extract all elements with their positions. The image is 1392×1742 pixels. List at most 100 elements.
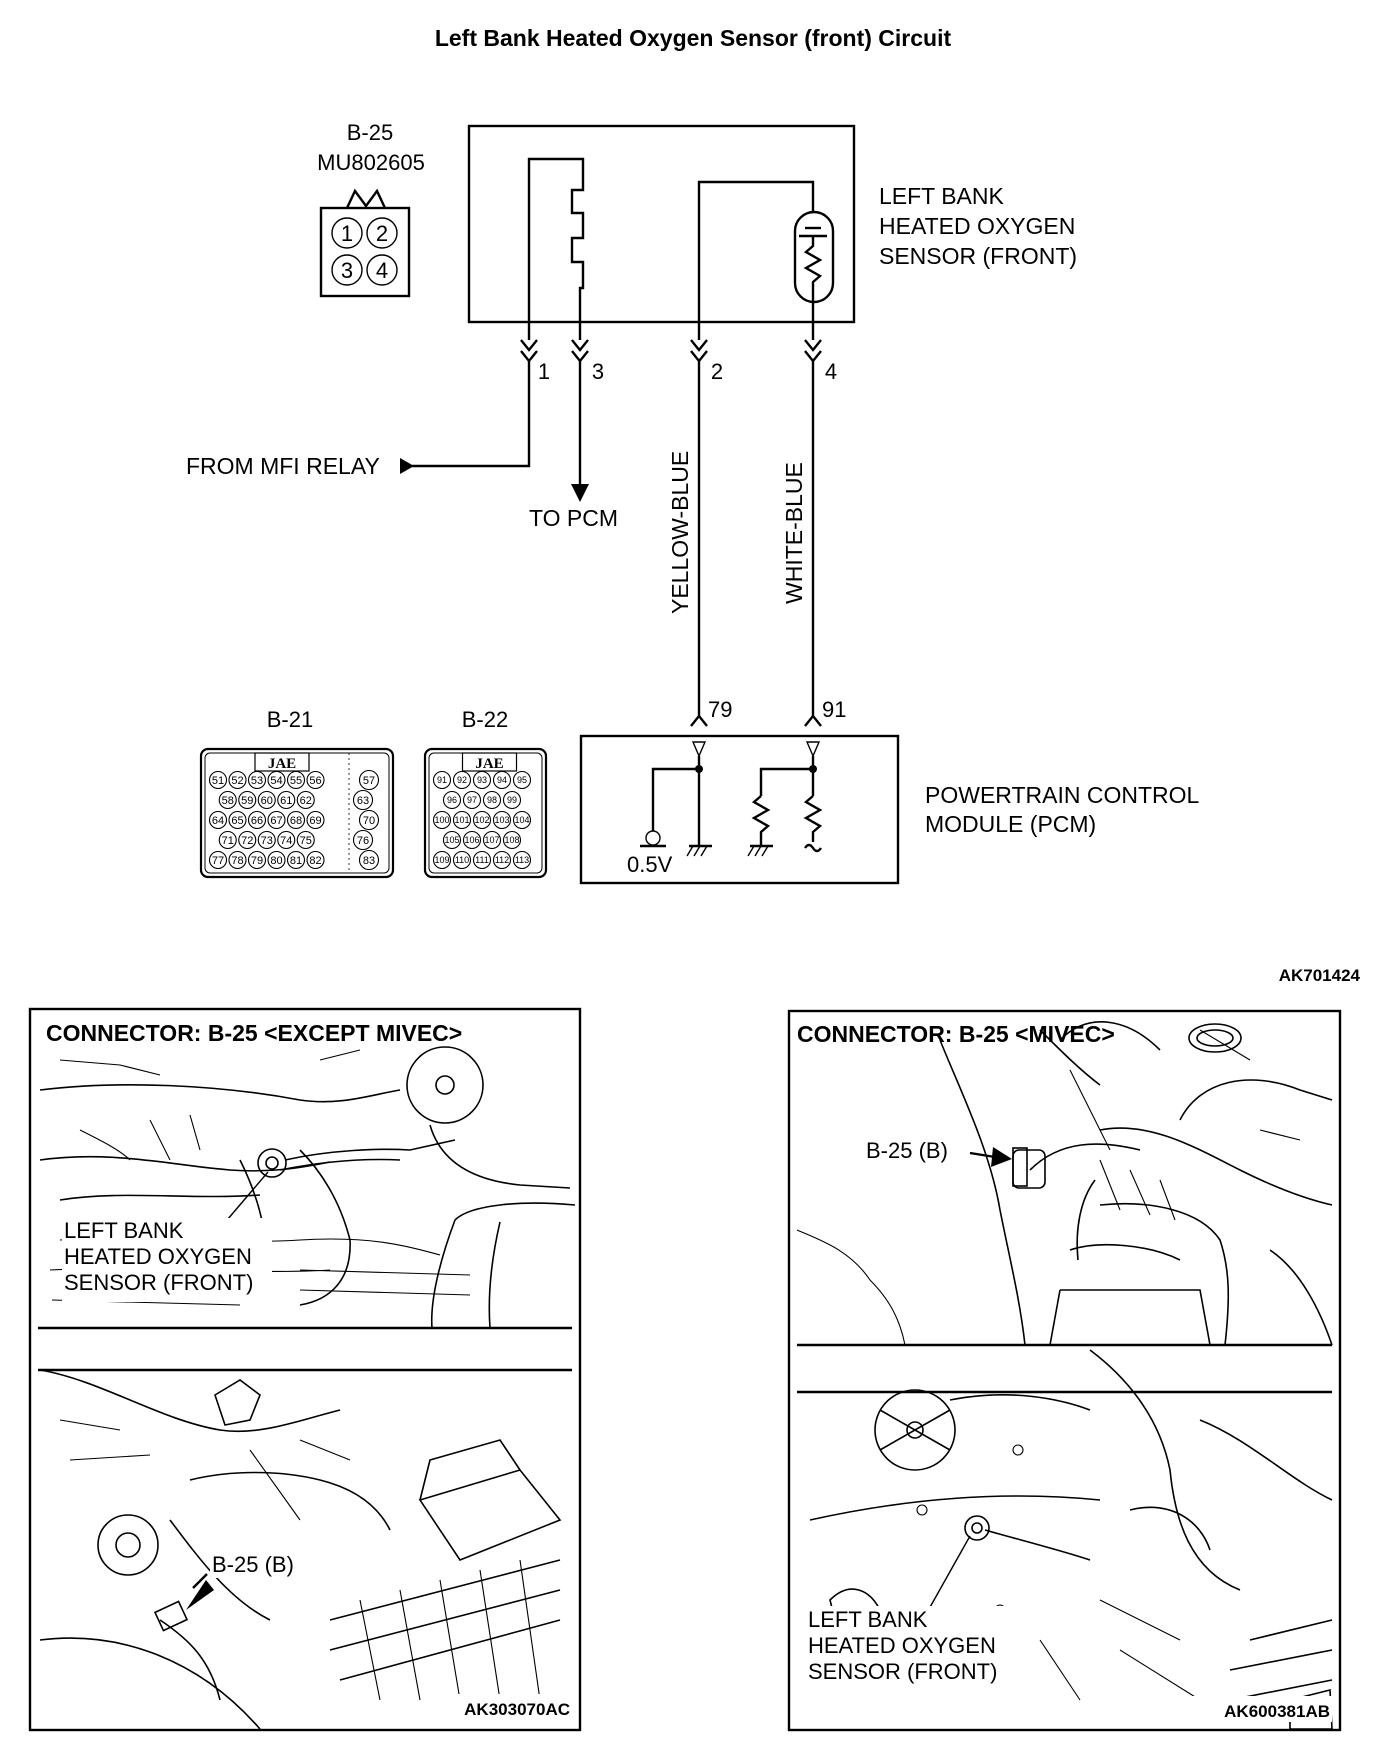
connector-pin-circle [432, 810, 452, 830]
connector-pin-circle [257, 790, 276, 810]
connector-pin-circle [432, 850, 452, 870]
connector-pin: 1 [341, 221, 353, 246]
connector-pin-circle [228, 850, 247, 870]
panel-right-sensor-label: LEFT BANK HEATED OXYGEN SENSOR (FRONT) [806, 1606, 1028, 1688]
connector-pin-circle [267, 850, 286, 870]
connector-pin-circle [218, 790, 237, 810]
connector-pin-circle [286, 810, 306, 830]
connector-pin-circle [492, 850, 512, 870]
connector-pin-number: 62 [300, 795, 312, 807]
connector-pin-circle [247, 810, 267, 830]
connector-pin-circle [247, 770, 267, 790]
connector-pin-number: 93 [477, 775, 487, 785]
pcm-terminal-number: 91 [822, 697, 846, 722]
connector-pin-number: 97 [467, 795, 477, 805]
connector-pin-number: 112 [495, 855, 509, 865]
connector-pin-circle [442, 790, 462, 810]
connector-pin-number: 74 [280, 835, 292, 847]
connector-pin-number: 73 [261, 835, 273, 847]
label-line: LEFT BANK [808, 1607, 928, 1632]
connector-pin-circle [502, 790, 522, 810]
connector-pin-circle [452, 850, 472, 870]
connector-pin-number: 67 [270, 815, 282, 827]
connector-pin-circle [358, 769, 380, 791]
connector-pin-number: 59 [241, 795, 253, 807]
connector-pin-number: 69 [309, 815, 321, 827]
connector-pin-number: 103 [494, 815, 509, 825]
connector-pin-circle [228, 810, 247, 830]
panel-left-sensor-label: LEFT BANK HEATED OXYGEN SENSOR (FRONT) [62, 1218, 272, 1302]
connector-pin-circle [277, 790, 296, 810]
connector-pin-number: 71 [222, 835, 234, 847]
connector-pin-number: 111 [475, 855, 489, 865]
connector-pin-number: 54 [270, 775, 282, 787]
label-line: SENSOR (FRONT) [64, 1270, 253, 1295]
connector-pin-number: 76 [357, 835, 369, 847]
connector-pin-number: 78 [231, 855, 243, 867]
panel-right-connector-label: B-25 (B) [866, 1138, 948, 1163]
connector-pin-circle [442, 830, 462, 850]
connector-pin-number: 55 [290, 775, 302, 787]
connector-location-panel-left: CONNECTOR: B-25 <EXCEPT MIVEC> LEFT BANK… [28, 1007, 582, 1732]
connector-pin-number: 92 [457, 775, 467, 785]
harness-connector-marks [520, 339, 822, 363]
connector-pin-number: 70 [363, 815, 375, 827]
connector-pin-circle [228, 770, 247, 790]
connector-pin-circle [296, 790, 315, 810]
connector-pin-circle [512, 810, 532, 830]
panel-left-connector-label: B-25 (B) [212, 1552, 294, 1577]
connector-pin-circle [482, 830, 502, 850]
sensor-connector-b25: B-25 MU802605 1 2 3 4 [317, 120, 425, 298]
relay-label: FROM MFI RELAY [186, 453, 380, 479]
connector-location-panel-right: CONNECTOR: B-25 <MIVEC> B-25 (B) LEFT BA… [787, 1009, 1342, 1732]
oxygen-sensor-box: LEFT BANK HEATED OXYGEN SENSOR (FRONT) [467, 124, 1077, 340]
connector-pin-circle [306, 850, 325, 870]
connector-pin-circle [452, 770, 472, 790]
connector-pin-circle [218, 830, 237, 850]
connector-pin-number: 63 [357, 795, 369, 807]
connector-pin-number: 107 [484, 835, 499, 845]
connector-pin-number: 79 [251, 855, 263, 867]
panel-right-title: CONNECTOR: B-25 <MIVEC> [797, 1021, 1115, 1047]
connector-pin-number: 75 [300, 835, 312, 847]
panel-left-title: CONNECTOR: B-25 <EXCEPT MIVEC> [46, 1020, 462, 1046]
connector-pin-circle [482, 790, 502, 810]
connector-pin: 4 [376, 258, 388, 283]
wire-color-label: YELLOW-BLUE [667, 451, 693, 614]
sensor-label-line: LEFT BANK [879, 183, 1004, 209]
connector-pin-number: 61 [280, 795, 292, 807]
connector-pin: 3 [341, 258, 353, 283]
connector-pin-number: 66 [251, 815, 263, 827]
connector-pin-number: 77 [212, 855, 224, 867]
connector-pin-number: 72 [241, 835, 253, 847]
connector-pin-number: 51 [212, 775, 224, 787]
page-title: Left Bank Heated Oxygen Sensor (front) C… [435, 25, 952, 51]
connector-pin-number: 101 [454, 815, 469, 825]
connector-pin-circle [257, 830, 276, 850]
connector-pin-circle [296, 830, 315, 850]
connector-pin-circle [247, 850, 267, 870]
label-line: LEFT BANK [64, 1218, 184, 1243]
connector-brand: JAE [475, 756, 503, 772]
connector-pin-number: 56 [309, 775, 321, 787]
pcm-label-line: POWERTRAIN CONTROL [925, 782, 1200, 808]
connector-pin-circle [492, 770, 512, 790]
wire-color-label: WHITE-BLUE [781, 462, 807, 604]
engine-illustration-right [796, 1021, 1333, 1729]
connector-b22-id: B-22 [462, 707, 508, 732]
connector-pin-number: 99 [507, 795, 517, 805]
connector-pin-circle [352, 829, 374, 851]
pcm-voltage: 0.5V [627, 852, 673, 877]
connector-pin-circle [277, 830, 296, 850]
connector-pin-circle [492, 810, 512, 830]
connector-pin-number: 108 [504, 835, 519, 845]
connector-pin-circle [512, 770, 532, 790]
panel-right-code: AK600381AB [1224, 1702, 1330, 1721]
connector-pin-circle [452, 810, 472, 830]
connector-pin-circle [238, 790, 257, 810]
connector-pin-number: 110 [455, 855, 469, 865]
connector-pin-circle [306, 810, 325, 830]
